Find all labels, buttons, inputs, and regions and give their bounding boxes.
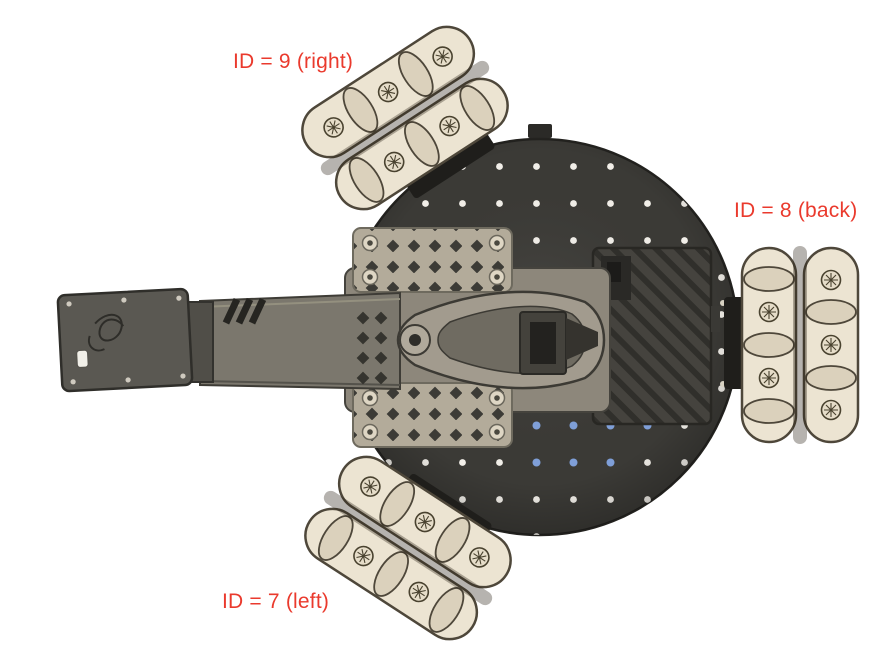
plate-logo: [87, 313, 125, 352]
arm-vents: [222, 297, 267, 325]
arm-link: [199, 291, 401, 391]
label-wheel-9-right: ID = 9 (right): [233, 50, 354, 73]
heatsink-module: [591, 246, 726, 426]
heatsink-tab: [711, 306, 720, 332]
plate-slot: [76, 349, 89, 369]
omni-wheel-8-back: [742, 246, 858, 444]
gripper-block: [519, 311, 598, 375]
base-plate-top-tab: [528, 124, 552, 138]
mount-plate-top: [352, 227, 513, 293]
label-wheel-8-back: ID = 8 (back): [734, 199, 858, 222]
end-effector-plate: [56, 287, 194, 393]
plate-screw-holes: [66, 295, 186, 385]
label-wheel-7-left: ID = 7 (left): [222, 590, 330, 613]
mount-plate-bottom: [352, 382, 513, 448]
